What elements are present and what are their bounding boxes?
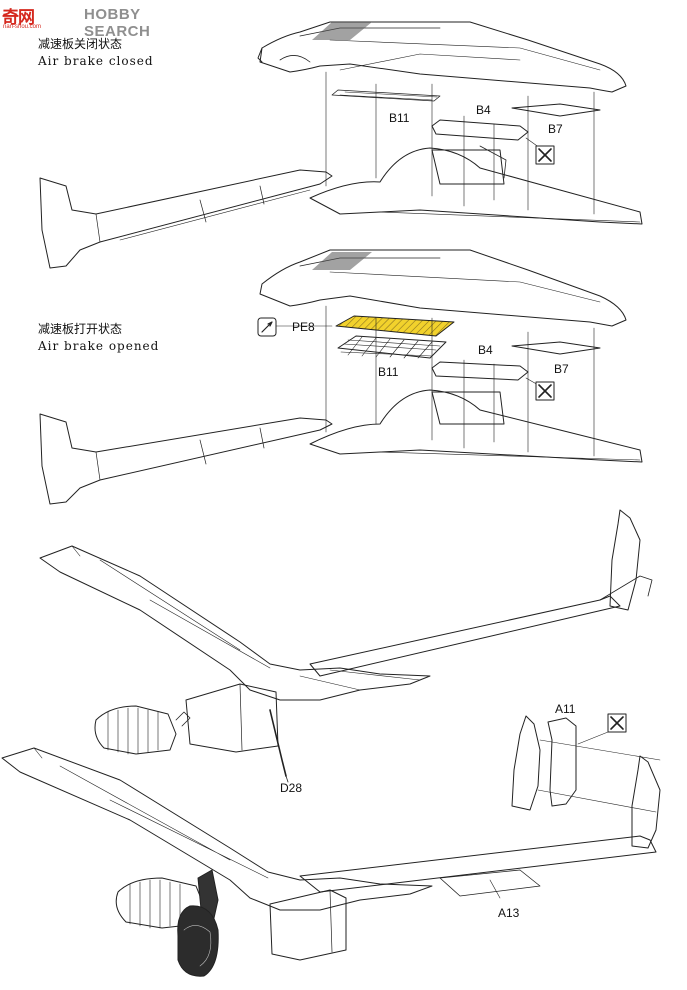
- part-b7-mid: [511, 341, 601, 355]
- label-b4-top: B4: [476, 103, 491, 117]
- watermark-brand: HOBBY SEARCH: [84, 6, 151, 40]
- caption-closed-en: Air brake closed: [38, 54, 154, 68]
- label-b7-mid: B7: [554, 362, 569, 376]
- label-b4-mid: B4: [478, 343, 493, 357]
- aircraft-wing-step3: [39, 545, 431, 701]
- step-engine-install: [39, 509, 653, 783]
- step-air-brake-closed: [39, 21, 643, 269]
- step-final-assembly: [1, 713, 661, 977]
- label-pe8: PE8: [292, 320, 315, 334]
- watermark: 奇网 HOBBY SEARCH nan-shou.com: [0, 0, 170, 40]
- fuselage-boom-top: [39, 169, 333, 269]
- watermark-logo: 奇网: [2, 8, 35, 28]
- nacelle-step3: [185, 683, 279, 753]
- label-a11: A11: [555, 702, 576, 716]
- remove-icon-mid: [535, 381, 555, 401]
- air-brake-strip-b11: [331, 89, 441, 102]
- nacelle-step4: [269, 889, 347, 961]
- lower-wing-center-mid: [309, 389, 643, 463]
- watermark-site: nan-shou.com: [3, 24, 42, 30]
- alignment-lines-top: [325, 71, 595, 215]
- fuselage-boom-mid: [39, 413, 333, 505]
- part-b4-mid: [431, 361, 529, 381]
- caption-closed-zh: 减速板关闭状态: [38, 37, 123, 51]
- remove-icon-top: [535, 145, 555, 165]
- part-b7-top: [511, 103, 601, 117]
- aircraft-wing-step4: [1, 747, 433, 911]
- upper-wing-mid: [259, 249, 627, 327]
- label-a13: A13: [498, 906, 520, 920]
- boom-step3: [309, 509, 653, 677]
- photo-etch-icon: [257, 317, 333, 337]
- caption-opened-en: Air brake opened: [38, 339, 160, 353]
- alignment-lines-mid: [325, 305, 595, 457]
- air-brake-grid-b11: [337, 335, 447, 359]
- part-b4-top: [431, 119, 529, 141]
- engine-step3: [94, 705, 191, 755]
- strut-d28: [269, 709, 289, 783]
- label-b11-mid: B11: [378, 365, 399, 379]
- part-a11: [547, 717, 577, 807]
- label-b7-top: B7: [548, 122, 563, 136]
- caption-opened-zh: 减速板打开状态: [38, 322, 123, 336]
- caption-air-brake-closed: 减速板关闭状态 Air brake closed: [38, 36, 154, 70]
- photo-etch-pe8: [335, 315, 455, 337]
- label-b11-top: B11: [389, 111, 410, 125]
- upper-wing-top: [257, 21, 627, 93]
- step-air-brake-opened: [39, 249, 643, 505]
- remove-icon-bottom: [577, 713, 627, 745]
- lower-wing-center: [309, 145, 643, 225]
- landing-gear-wheel: [177, 869, 219, 977]
- label-d28: D28: [280, 781, 303, 795]
- caption-air-brake-opened: 减速板打开状态 Air brake opened: [38, 321, 159, 355]
- boom-step4: [299, 715, 661, 897]
